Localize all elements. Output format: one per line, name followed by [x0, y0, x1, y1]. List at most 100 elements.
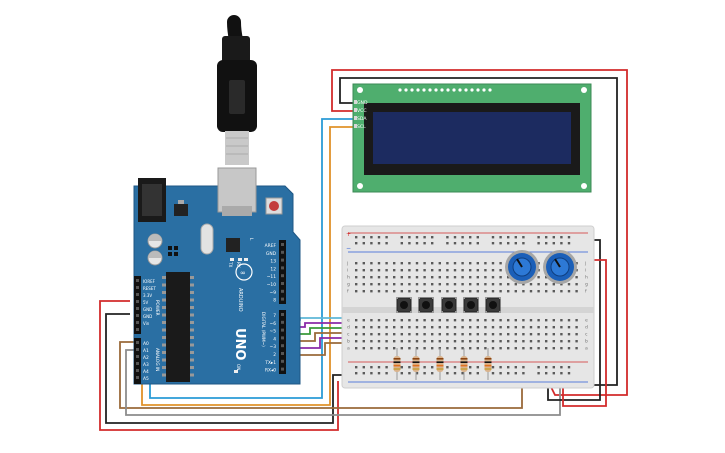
power-section-label: POWER: [155, 300, 160, 316]
digital-section-label: DIGITAL (PWM~): [261, 312, 266, 347]
rail-plus-label: +: [346, 231, 351, 238]
lcd-header-pin: [422, 88, 426, 92]
digital-pin-label: 4: [273, 336, 276, 342]
lcd-header-pin: [440, 88, 444, 92]
resistor[interactable]: [412, 348, 420, 380]
power-pin-label: 3.3V: [143, 293, 152, 298]
digital-pin-label: ~6: [270, 321, 277, 327]
breadboard-row-label: b: [585, 339, 588, 345]
breadboard-row-label: c: [347, 333, 350, 338]
pushbutton[interactable]: [418, 297, 434, 313]
pushbutton[interactable]: [485, 297, 501, 313]
breadboard-row-label: j: [346, 261, 348, 267]
digital-pin-label: ~5: [270, 329, 277, 335]
analog-pin-label: A3: [143, 362, 149, 368]
resistors: [393, 348, 492, 380]
lcd-header-pin: [488, 88, 492, 92]
breadboard-row-label: c: [585, 333, 588, 338]
lcd-header-pin: [464, 88, 468, 92]
potentiometer-1[interactable]: [505, 250, 539, 284]
lcd-header-pin: [446, 88, 450, 92]
arduino-uno-board[interactable]: ∞ ARDUINO UNO TX RX L ON IOREFRESET3.3V5…: [133, 167, 301, 385]
resistor[interactable]: [460, 348, 468, 380]
pushbutton[interactable]: [441, 297, 457, 313]
breadboard-row-label: b: [347, 339, 350, 345]
resistor[interactable]: [484, 348, 492, 380]
lcd-pin[interactable]: [354, 108, 357, 112]
power-pin-label: Vin: [143, 321, 150, 326]
power-pin-label: GND: [143, 314, 152, 319]
lcd-pin[interactable]: [354, 116, 357, 120]
breadboard-row-label: d: [347, 325, 350, 331]
lcd-pin[interactable]: [354, 124, 357, 128]
model-text: UNO: [232, 328, 247, 361]
atmega-chip: [166, 272, 190, 382]
power-pin-label: 5V: [143, 300, 149, 305]
potentiometer-2[interactable]: [543, 250, 577, 284]
pushbutton[interactable]: [396, 297, 412, 313]
digital-pin-label: ~11: [267, 274, 276, 280]
lcd-pin-label: GND: [357, 100, 368, 106]
lcd-header-pin: [428, 88, 432, 92]
digital-pin-label: 8: [273, 298, 276, 304]
breadboard-row-label: d: [585, 325, 588, 331]
breadboard-row-label: a: [585, 347, 588, 352]
power-pin-label: GND: [143, 307, 152, 312]
digital-header-bottom: [279, 310, 286, 374]
lcd-header-pin: [410, 88, 414, 92]
breadboard-row-label: i: [347, 268, 348, 274]
digital-pin-label: 2: [273, 352, 276, 358]
analog-pin-label: A5: [143, 376, 149, 382]
arduino-logo-icon: [235, 263, 253, 281]
lcd-pin-label: SDA: [357, 116, 367, 122]
digital-pin-label: ~3: [270, 344, 277, 350]
lcd-pin-label: VCC: [357, 108, 367, 114]
analog-header: [134, 338, 141, 384]
digital-pin-label: ~10: [267, 282, 276, 288]
analog-pin-label: A0: [143, 341, 149, 347]
digital-pin-label: 7: [273, 313, 276, 319]
breadboard-row-label: g: [585, 283, 588, 288]
tx-label: TX: [228, 261, 233, 268]
power-pin-label: RESET: [143, 286, 156, 291]
digital-pin-label: AREF: [265, 243, 277, 249]
rx-label: RX: [236, 262, 241, 268]
lcd-header-pin: [470, 88, 474, 92]
digital-pin-label: TX▸1: [264, 360, 276, 366]
analog-pin-label: A2: [143, 355, 149, 361]
svg-text:∞: ∞: [240, 269, 246, 277]
lcd-pin-label: SCL: [357, 124, 366, 130]
resistor[interactable]: [436, 348, 444, 380]
breadboard-row-label: f: [585, 289, 587, 295]
analog-section-label: ANALOG IN: [155, 348, 160, 371]
breadboard-row-label: e: [585, 319, 588, 324]
lcd-display[interactable]: GND VCC SDA SCL: [352, 83, 592, 193]
digital-header-top: [279, 240, 286, 304]
lcd-header-pin: [452, 88, 456, 92]
breadboard-row-label: j: [584, 261, 586, 267]
breadboard-row-label: h: [585, 275, 588, 281]
lcd-header-pin: [398, 88, 402, 92]
power-pin-label: IOREF: [143, 279, 156, 284]
lcd-header-pin: [434, 88, 438, 92]
breadboard-row-label: g: [347, 283, 350, 288]
digital-pin-label: RX◂0: [265, 368, 276, 374]
lcd-header-pin: [482, 88, 486, 92]
lcd-pin[interactable]: [354, 100, 357, 104]
resistor[interactable]: [393, 348, 401, 380]
analog-pin-label: A4: [143, 369, 149, 375]
digital-pin-label: 12: [270, 266, 276, 272]
breadboard-row-label: e: [347, 319, 350, 324]
usb-cable: [217, 15, 257, 165]
breadboard-row-label: f: [347, 289, 349, 295]
breadboard-row-label: i: [585, 268, 586, 274]
pushbutton[interactable]: [463, 297, 479, 313]
usb-jack: [217, 167, 257, 213]
digital-pin-label: ~9: [270, 290, 277, 296]
power-header: [134, 276, 141, 334]
lcd-header-pin: [416, 88, 420, 92]
analog-pin-label: A1: [143, 348, 149, 354]
rail-minus-label: −: [346, 245, 351, 252]
